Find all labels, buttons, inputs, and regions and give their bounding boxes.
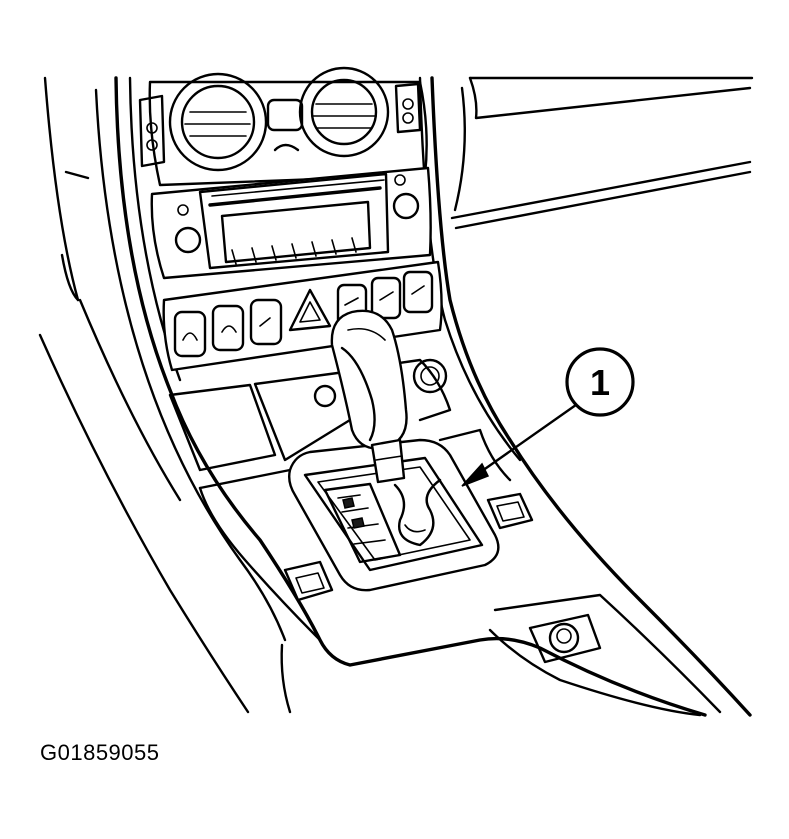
lower-console — [168, 358, 512, 642]
gear-selector-lever — [330, 309, 408, 484]
console-body — [114, 76, 752, 717]
console-switch-left — [283, 560, 334, 602]
dashboard-edge — [450, 76, 754, 230]
console-switch-right — [486, 492, 534, 530]
figure-id-label: G01859055 — [40, 740, 160, 765]
callout-1: 1 — [565, 347, 635, 417]
radio-unit — [150, 166, 432, 280]
air-vent-panel — [138, 66, 428, 187]
callout-leader — [461, 398, 585, 487]
callout-number: 1 — [590, 362, 610, 403]
console-knob-rear — [528, 613, 602, 664]
switch-panel — [162, 260, 443, 372]
left-panel-contour — [38, 76, 287, 714]
